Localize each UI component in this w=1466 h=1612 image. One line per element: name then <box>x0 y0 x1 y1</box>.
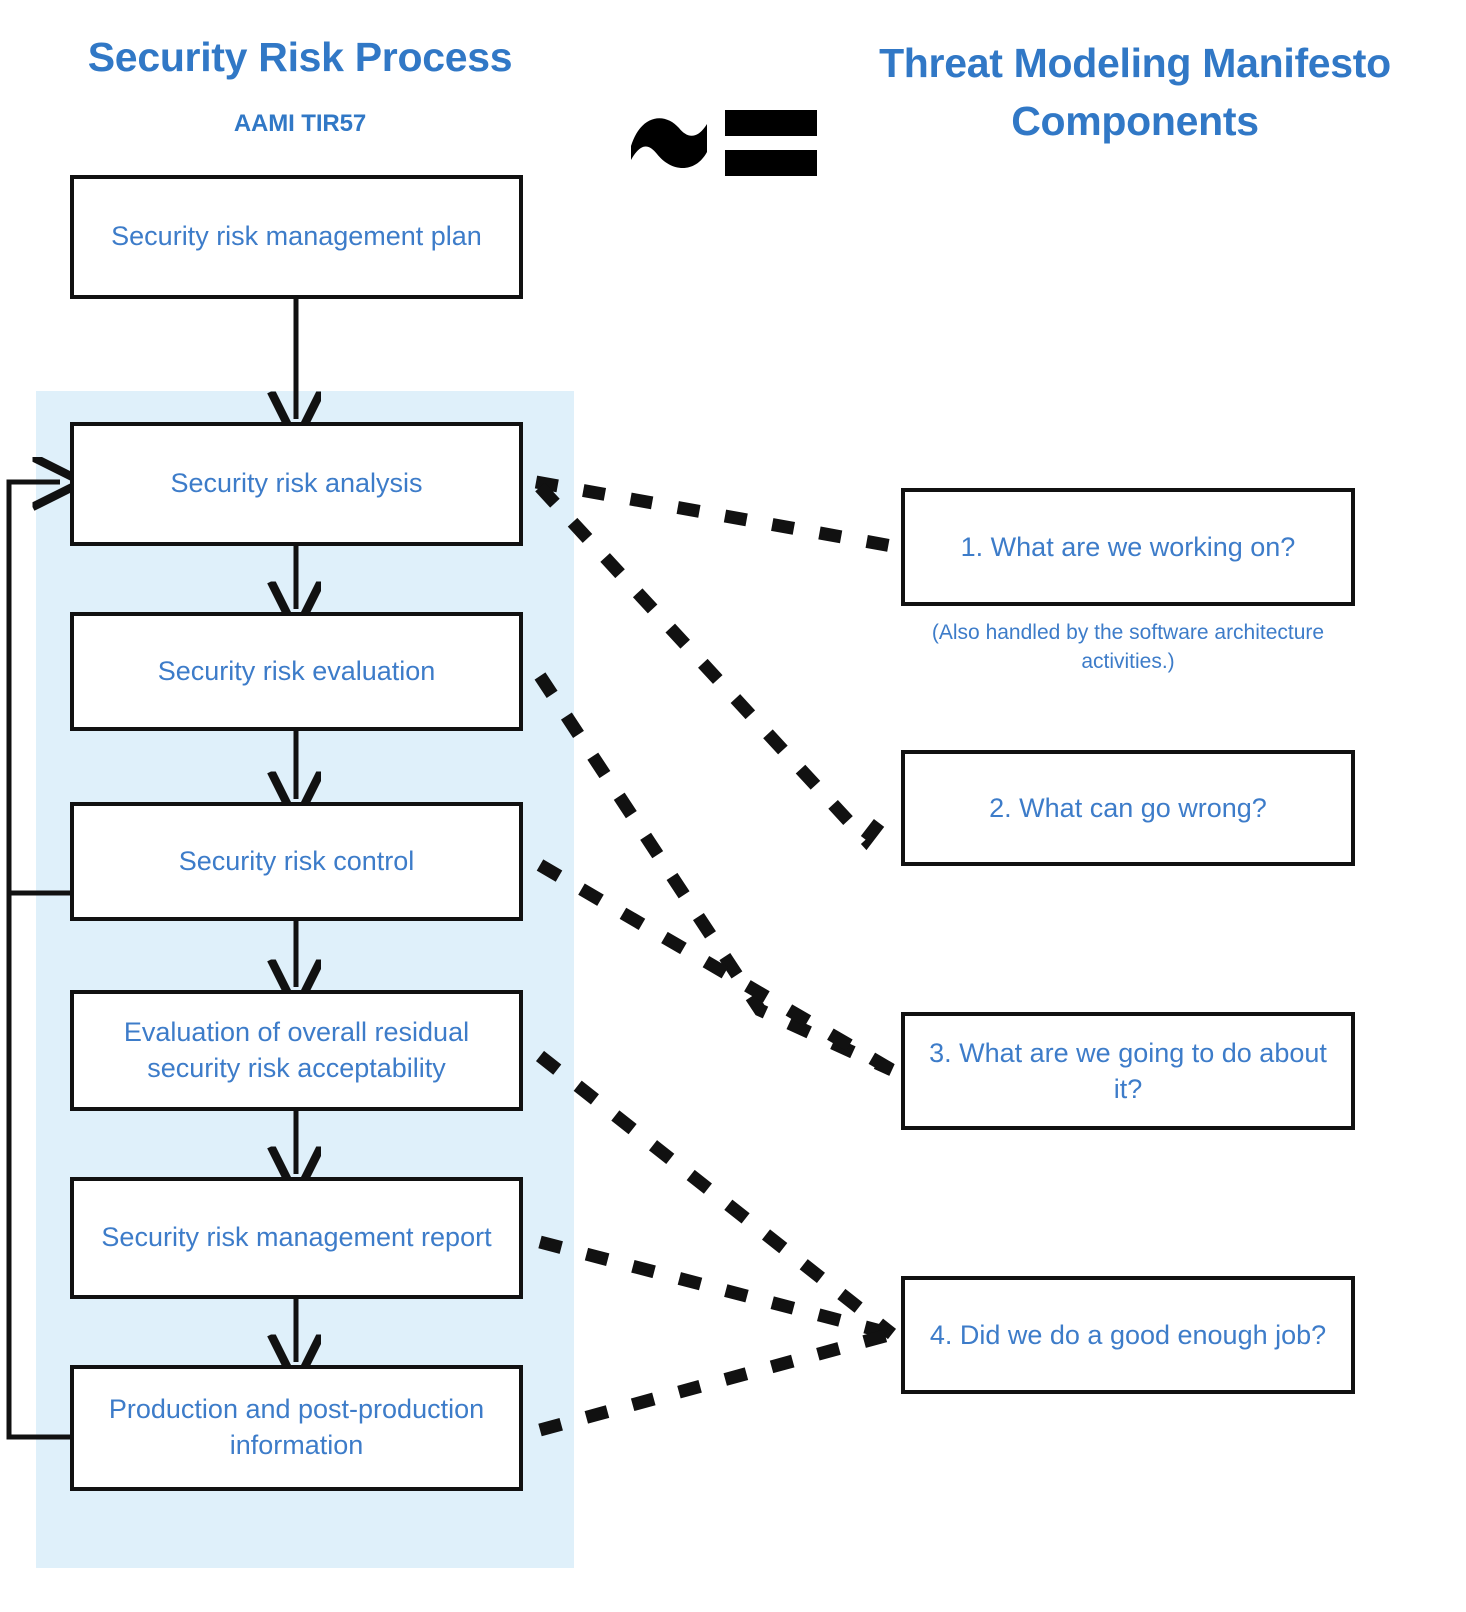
mapping-line-analysis-q2 <box>535 482 898 851</box>
left-column-title: Security Risk Process <box>87 34 513 80</box>
question-node-4[interactable]: 4. Did we do a good enough job? <box>901 1276 1355 1394</box>
mapping-lines-group <box>534 475 898 1437</box>
question-node-3[interactable]: 3. What are we going to do about it? <box>901 1012 1355 1130</box>
left-column-subtitle: AAMI TIR57 <box>233 110 367 137</box>
mapping-line-control-q3 <box>536 859 896 1076</box>
mapping-line-analysis-q1 <box>534 475 894 553</box>
process-node-security-risk-management-plan[interactable]: Security risk management plan <box>70 175 523 299</box>
process-node-security-risk-control[interactable]: Security risk control <box>70 802 523 921</box>
mapping-line-residual-q4 <box>535 1050 897 1340</box>
process-node-security-risk-management-report[interactable]: Security risk management report <box>70 1177 523 1299</box>
process-node-security-risk-evaluation[interactable]: Security risk evaluation <box>70 612 523 731</box>
mapping-line-report-q4 <box>538 1235 894 1341</box>
approximately-equal-icon <box>620 92 830 182</box>
mapping-line-evaluation-q3 <box>534 672 895 1076</box>
process-node-residual-risk-acceptability[interactable]: Evaluation of overall residual security … <box>70 990 523 1111</box>
right-column-title: Threat Modeling Manifesto Components <box>879 40 1391 145</box>
question-node-1[interactable]: 1. What are we working on? <box>901 488 1355 606</box>
mapping-line-production-q4 <box>538 1327 894 1437</box>
process-node-production-and-post-production-information[interactable]: Production and post-production informati… <box>70 1365 523 1491</box>
question-node-2[interactable]: 2. What can go wrong? <box>901 750 1355 866</box>
process-node-security-risk-analysis[interactable]: Security risk analysis <box>70 422 523 546</box>
question-1-note: (Also handled by the software architectu… <box>931 621 1325 674</box>
